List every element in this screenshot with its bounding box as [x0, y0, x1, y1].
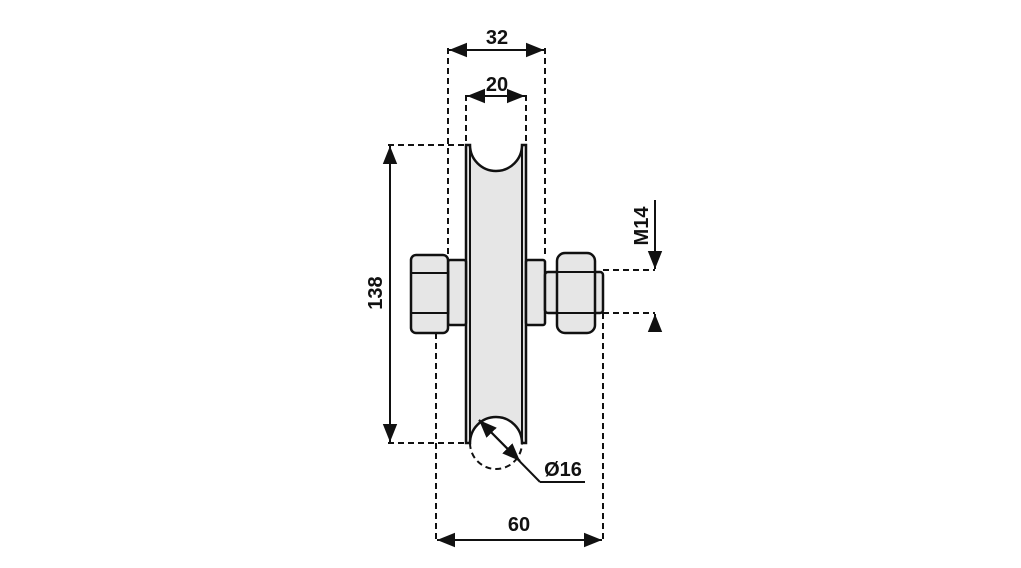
- dim-32-label: 32: [486, 27, 508, 49]
- dim-138-label: 138: [365, 276, 387, 309]
- left-washer: [446, 258, 468, 327]
- bolt-head: [409, 253, 450, 335]
- dim-m14-label: M14: [631, 206, 653, 246]
- dim-20-label: 20: [486, 74, 508, 96]
- dimension-bolt-length: 60: [435, 313, 604, 548]
- dimension-wheel-diameter: 138: [365, 144, 466, 444]
- dim-16-label: Ø16: [544, 459, 582, 481]
- dimension-overall-width: 32: [447, 27, 546, 258]
- dimension-groove-diameter: Ø16: [478, 419, 585, 483]
- wheel: [464, 143, 528, 470]
- dimension-thread: M14: [603, 200, 663, 332]
- dimension-groove-width: 20: [465, 74, 527, 145]
- nut: [555, 251, 597, 335]
- right-washer: [524, 258, 547, 327]
- dim-60-label: 60: [508, 514, 530, 536]
